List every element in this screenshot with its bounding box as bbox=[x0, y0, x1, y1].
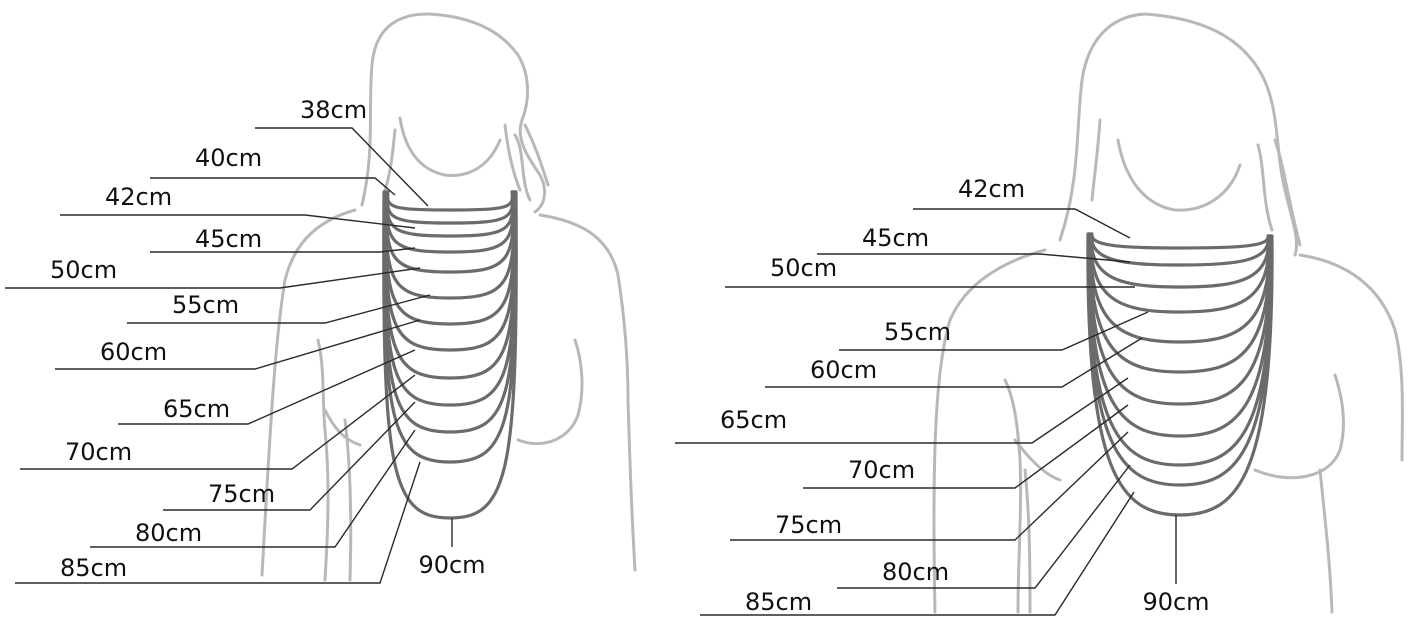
leader-line bbox=[150, 248, 415, 252]
leader-line bbox=[817, 254, 1130, 262]
necklace-strand bbox=[1089, 234, 1272, 465]
right-arm-inner bbox=[1005, 380, 1021, 612]
left-arm-inner-2 bbox=[345, 420, 351, 580]
length-label: 60cm bbox=[100, 338, 167, 366]
length-label: 70cm bbox=[848, 456, 915, 484]
left-hair-outline-right bbox=[428, 14, 545, 212]
right-hair-strand-2 bbox=[1275, 140, 1300, 245]
length-label: 45cm bbox=[862, 224, 929, 252]
length-label: 65cm bbox=[163, 395, 230, 423]
right-hair-outline-right bbox=[1145, 14, 1297, 255]
necklace-strand bbox=[387, 192, 513, 236]
left-neck-line bbox=[385, 130, 395, 190]
length-label: 75cm bbox=[208, 480, 275, 508]
length-label: 38cm bbox=[300, 96, 367, 124]
left-breast-right bbox=[518, 340, 582, 444]
necklace-strand bbox=[386, 192, 515, 324]
length-label: 75cm bbox=[775, 511, 842, 539]
length-label: 60cm bbox=[810, 356, 877, 384]
right-face-outline bbox=[1118, 140, 1240, 210]
left-hair-outline bbox=[362, 14, 428, 205]
necklace-strand bbox=[388, 192, 513, 210]
right-neck-line bbox=[1092, 120, 1100, 200]
left-neck-line-right bbox=[505, 125, 520, 190]
left-shoulder-right bbox=[540, 215, 635, 570]
left-face-outline bbox=[400, 118, 500, 175]
leader-line bbox=[150, 178, 395, 195]
right-hair-outline bbox=[1060, 14, 1145, 240]
right-arm-inner-2 bbox=[1025, 470, 1030, 612]
leader-line bbox=[913, 209, 1130, 238]
length-label: 45cm bbox=[195, 225, 262, 253]
length-label: 42cm bbox=[958, 175, 1025, 203]
length-label: 80cm bbox=[882, 558, 949, 586]
length-label: 90cm bbox=[1142, 588, 1209, 616]
right-shoulder-right bbox=[1300, 255, 1402, 460]
right-hair-strand bbox=[1258, 145, 1272, 230]
length-label: 90cm bbox=[418, 551, 485, 579]
length-label: 55cm bbox=[884, 318, 951, 346]
necklace-strand bbox=[1092, 234, 1268, 248]
length-label: 85cm bbox=[60, 554, 127, 582]
necklace-strand bbox=[1088, 234, 1271, 485]
left-arm-inner bbox=[318, 340, 328, 580]
length-label: 50cm bbox=[50, 256, 117, 284]
length-label: 80cm bbox=[135, 519, 202, 547]
leader-line bbox=[255, 128, 428, 206]
length-label: 55cm bbox=[172, 291, 239, 319]
left-shoulder-left bbox=[262, 210, 355, 575]
right-breast-right bbox=[1255, 375, 1343, 478]
length-label: 85cm bbox=[745, 588, 812, 616]
length-label: 40cm bbox=[195, 144, 262, 172]
length-label: 70cm bbox=[65, 438, 132, 466]
length-label: 50cm bbox=[770, 254, 837, 282]
right-arm-right bbox=[1320, 470, 1332, 612]
length-label: 65cm bbox=[720, 406, 787, 434]
length-label: 42cm bbox=[105, 183, 172, 211]
necklace-strand bbox=[1088, 234, 1272, 515]
